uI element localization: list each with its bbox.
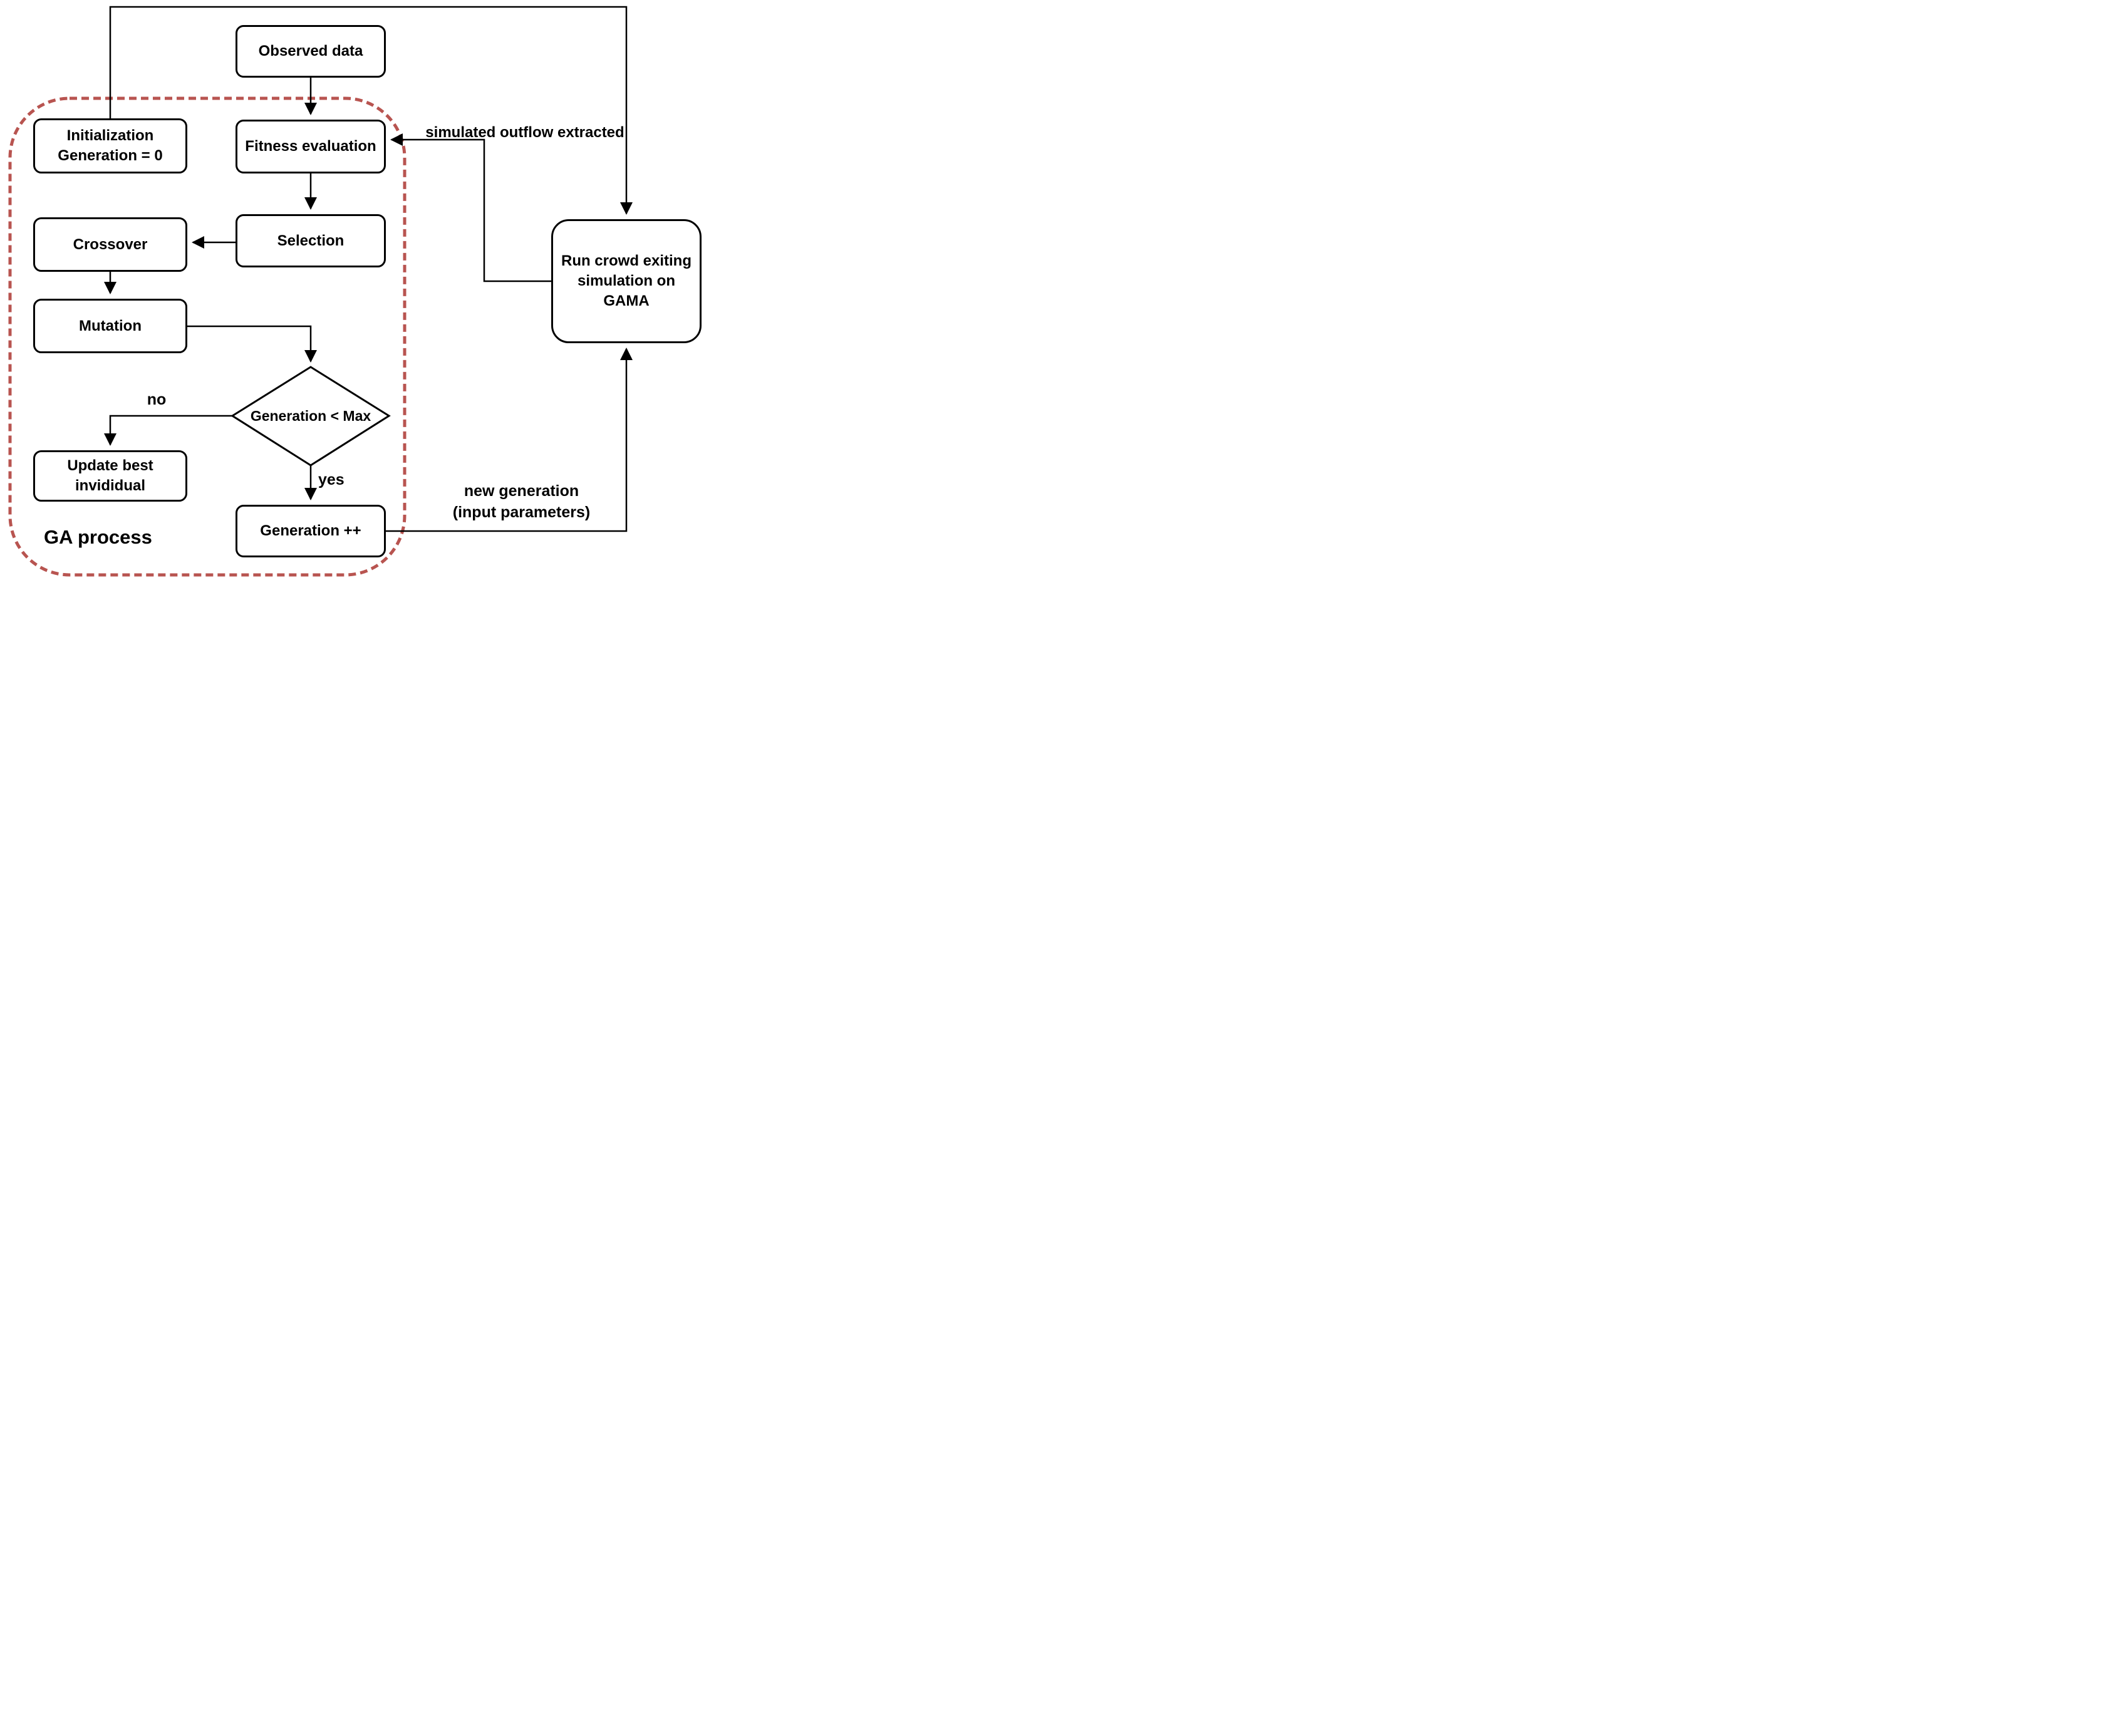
edge-initialization-to-runcrowd — [109, 6, 633, 215]
node-initialization: Initialization Generation = 0 — [33, 118, 187, 173]
node-selection-label: Selection — [277, 232, 345, 249]
ga-process-region-boundary — [8, 96, 407, 577]
node-mutation-label: Mutation — [79, 317, 142, 334]
node-decision-label: Generation < Max — [250, 407, 371, 424]
node-initialization-line2: Generation = 0 — [58, 147, 163, 164]
label-new-generation-line2: (input parameters) — [452, 503, 591, 521]
label-new-generation: new generation (input parameters) — [432, 481, 611, 524]
label-no: no — [147, 391, 167, 408]
node-update-best-line2: invididual — [75, 477, 145, 494]
node-run-crowd-line1: Run crowd exiting — [561, 252, 692, 270]
edge-runcrowd-to-fitness — [390, 133, 551, 282]
node-fitness-evaluation: Fitness evaluation — [236, 120, 386, 173]
node-run-crowd-line3: GAMA — [603, 292, 650, 309]
node-initialization-line1: Initialization — [66, 127, 154, 145]
label-new-generation-line1: new generation — [464, 482, 579, 500]
edge-mutation-to-decision — [187, 325, 317, 363]
edge-decision-no-to-update — [104, 415, 232, 446]
node-selection: Selection — [236, 214, 386, 267]
node-run-crowd-simulation: Run crowd exiting simulation on GAMA — [551, 219, 702, 343]
node-generation-increment-label: Generation ++ — [260, 522, 361, 540]
label-ga-process: GA process — [44, 526, 152, 548]
edge-generation-to-runcrowd — [386, 348, 633, 532]
connector-layer — [8, 6, 633, 577]
flowchart-canvas: Observed data Initialization Generation … — [0, 0, 705, 579]
node-crossover-label: Crossover — [73, 235, 148, 253]
label-yes: yes — [318, 471, 345, 488]
node-fitness-evaluation-label: Fitness evaluation — [245, 138, 376, 155]
node-update-best-line1: Update best — [67, 457, 153, 475]
node-update-best-individual: Update best invididual — [33, 450, 187, 502]
node-observed-data: Observed data — [236, 25, 386, 78]
node-mutation: Mutation — [33, 299, 187, 353]
label-simulated-outflow: simulated outflow extracted — [425, 124, 624, 141]
node-observed-data-label: Observed data — [258, 43, 363, 60]
node-crossover: Crossover — [33, 217, 187, 272]
node-generation-increment: Generation ++ — [236, 505, 386, 557]
decision-diamond-shape — [231, 366, 391, 467]
node-run-crowd-line2: simulation on — [578, 272, 675, 290]
